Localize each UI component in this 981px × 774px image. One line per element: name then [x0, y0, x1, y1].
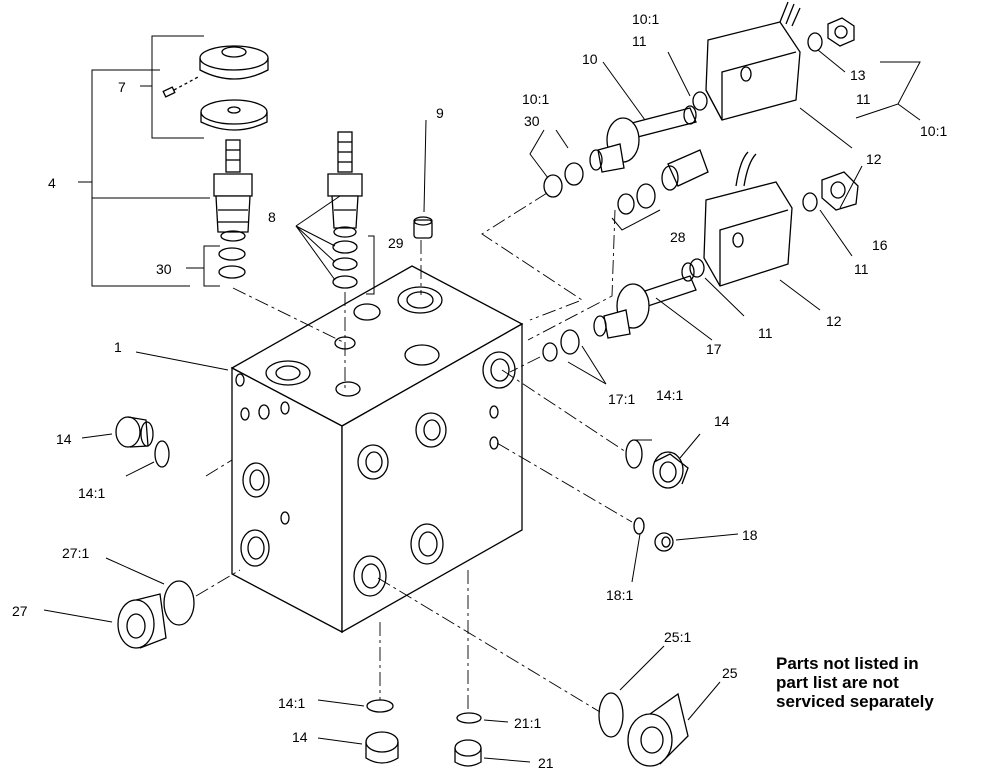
- callout-label: 16: [872, 237, 888, 253]
- callout-label: 17:1: [608, 391, 635, 407]
- plug-part-18: [633, 517, 674, 552]
- callout-label: 9: [436, 105, 444, 121]
- callout-label: 30: [524, 113, 540, 129]
- callout-label: 27: [12, 603, 28, 619]
- plug-part-27: [117, 580, 195, 649]
- callout-label: 14:1: [656, 387, 683, 403]
- callout-label: 17: [706, 341, 722, 357]
- callout-labels: 10:1 11 10 13 11 10:1 12 7 4 9 10:1 30 8…: [12, 11, 947, 771]
- service-note-line: serviced separately: [776, 692, 934, 711]
- leader-lines: [43, 49, 863, 763]
- knob-part-7: [162, 45, 269, 131]
- callout-label: 10: [582, 51, 598, 67]
- callout-label: 14: [56, 431, 72, 447]
- coil-part-12-upper: [705, 1, 801, 121]
- o-rings-part-29: [332, 240, 358, 289]
- callout-label: 28: [670, 229, 686, 245]
- washer-and-nut-lower: [689, 171, 859, 278]
- plug-part-14-left: [115, 416, 170, 468]
- callout-label: 10:1: [920, 123, 947, 139]
- callout-label: 4: [48, 175, 56, 191]
- callout-label: 11: [856, 91, 871, 107]
- cartridge-valve-part-4: [213, 139, 253, 242]
- callout-label: 7: [118, 79, 126, 95]
- plug-part-9: [413, 216, 433, 239]
- plug-part-14-bottom: [365, 699, 399, 764]
- callout-label: 11: [854, 261, 869, 277]
- plug-part-21: [454, 712, 482, 767]
- callout-label: 12: [866, 151, 882, 167]
- callout-label: 21:1: [514, 715, 541, 731]
- assembly-centerlines: [195, 192, 633, 713]
- service-note-line: Parts not listed in: [776, 654, 919, 673]
- callout-label: 10:1: [632, 11, 659, 27]
- callout-label: 8: [268, 209, 276, 225]
- callout-label: 14: [714, 413, 730, 429]
- callout-label: 11: [632, 33, 647, 49]
- callout-label: 18:1: [606, 587, 633, 603]
- coil-part-12-lower: [703, 151, 793, 287]
- o-rings-part-28-and-valve: [617, 149, 709, 215]
- brackets: [78, 35, 921, 295]
- callout-label: 25:1: [664, 629, 691, 645]
- callout-label: 11: [758, 325, 773, 341]
- callout-label: 10:1: [522, 91, 549, 107]
- callout-label: 30: [156, 261, 172, 277]
- solenoid-valve-part-8: [327, 131, 363, 238]
- callout-label: 12: [826, 313, 842, 329]
- callout-label: 1: [114, 339, 122, 355]
- callout-label: 14: [292, 729, 308, 745]
- callout-label: 21: [538, 755, 554, 771]
- service-note: Parts not listed in part list are not se…: [776, 654, 934, 711]
- callout-label: 29: [388, 235, 404, 251]
- callout-label: 18: [742, 527, 758, 543]
- solenoid-valve-part-17: [593, 262, 697, 339]
- o-rings-part-30-right: [543, 162, 584, 198]
- o-rings-part-30-left: [218, 247, 246, 279]
- washer-and-nut-upper: [692, 17, 855, 111]
- solenoid-valve-part-10: [589, 105, 697, 173]
- callout-label: 14:1: [278, 695, 305, 711]
- plug-part-25: [598, 692, 689, 767]
- service-note-line: part list are not: [776, 673, 899, 692]
- manifold-block: [230, 265, 524, 634]
- callout-label: 14:1: [78, 485, 105, 501]
- callout-label: 13: [850, 67, 866, 83]
- callout-label: 27:1: [62, 545, 89, 561]
- plug-part-14-right: [625, 439, 689, 489]
- callout-label: 25: [722, 665, 738, 681]
- o-rings-part-17-1: [542, 329, 580, 362]
